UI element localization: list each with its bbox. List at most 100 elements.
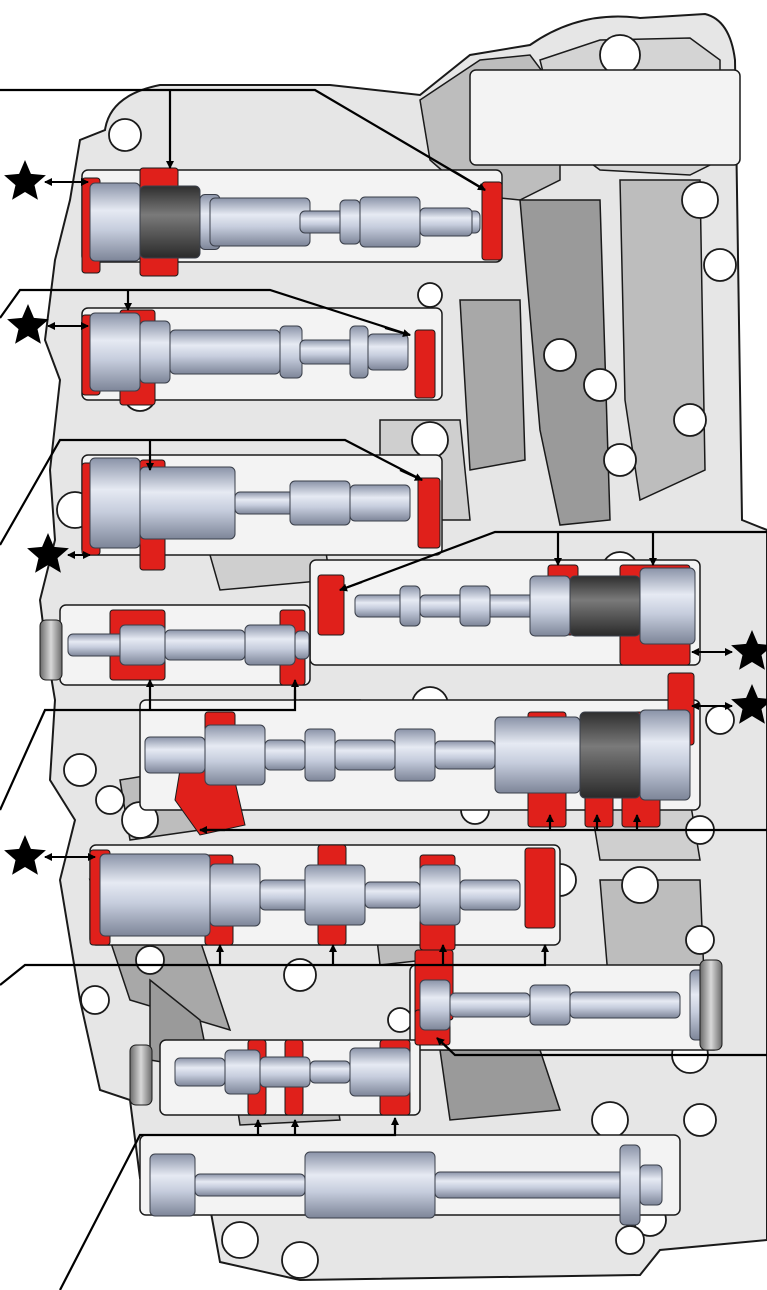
spool-valve-3 <box>89 457 411 549</box>
spool-land <box>579 711 641 799</box>
spool-land <box>99 853 211 937</box>
spool-valve-6 <box>144 709 691 801</box>
spool-land <box>394 728 436 782</box>
spool-land <box>434 740 496 770</box>
spool-valve-9 <box>174 1047 411 1097</box>
bolt-hole <box>615 1225 645 1255</box>
pressure-region <box>481 181 503 261</box>
spool-land <box>204 724 266 786</box>
spool-land <box>529 984 571 1026</box>
spool-land <box>139 320 171 384</box>
spool-land <box>339 199 361 245</box>
spool-valve-5 <box>67 624 310 666</box>
bolt-hole <box>95 785 125 815</box>
spool-land <box>89 312 141 392</box>
spool-land <box>449 992 531 1018</box>
spool-land <box>434 1171 626 1199</box>
bolt-hole <box>80 985 110 1015</box>
arrow-head-icon <box>399 468 423 482</box>
spool-land <box>279 325 303 379</box>
pressure-region <box>317 574 345 636</box>
arrow-head-icon <box>384 326 411 337</box>
leader-line <box>0 88 486 191</box>
pressure-region <box>417 477 441 549</box>
bolt-hole <box>543 338 577 372</box>
spool-land <box>89 457 141 549</box>
spool-land <box>304 728 336 782</box>
spool-land <box>289 480 351 526</box>
bolt-hole <box>417 282 443 308</box>
spool-land <box>304 864 366 926</box>
bolt-hole <box>583 368 617 402</box>
spool-land <box>304 1151 436 1219</box>
spool-land <box>139 185 201 259</box>
bolt-hole <box>591 1101 629 1139</box>
star-icon <box>4 835 46 875</box>
spool-land <box>169 329 281 375</box>
spool-land <box>569 575 641 637</box>
end-plug <box>39 619 63 681</box>
spool-valve-10 <box>149 1144 663 1226</box>
spool-land <box>529 575 571 637</box>
spool-land <box>494 716 581 794</box>
bolt-hole <box>681 181 719 219</box>
bolt-hole <box>135 945 165 975</box>
end-plug <box>129 1044 153 1106</box>
leader-line <box>0 438 423 546</box>
spool-land <box>419 979 451 1031</box>
arrow-head-icon <box>454 171 486 191</box>
spool-valve-4 <box>354 567 696 645</box>
bolt-hole <box>283 958 317 992</box>
spool-land <box>419 207 473 237</box>
leader-line <box>339 530 767 592</box>
bolt-hole <box>63 753 97 787</box>
spool-valve-2 <box>89 312 409 392</box>
spool-land <box>139 466 236 540</box>
bolt-hole <box>683 1103 717 1137</box>
bolt-hole <box>387 1007 413 1033</box>
spool-land <box>459 879 521 911</box>
spool-land <box>639 709 691 801</box>
spool-land <box>399 585 421 627</box>
bolt-hole <box>281 1241 319 1279</box>
arrow-head-icon <box>339 580 363 592</box>
spool-land <box>119 624 166 666</box>
spool-land <box>309 1060 351 1084</box>
star-icon <box>27 533 69 573</box>
star-markers <box>4 160 767 875</box>
spool-land <box>639 1164 663 1206</box>
spool-land <box>367 333 409 371</box>
spool-land <box>349 325 369 379</box>
spool-land <box>569 991 681 1019</box>
spool-land <box>164 629 246 661</box>
spool-land <box>349 1047 411 1097</box>
star-icon <box>731 630 767 670</box>
spool-land <box>334 739 396 771</box>
bolt-hole <box>411 421 449 459</box>
spool-land <box>259 879 311 911</box>
spool-land <box>224 1049 261 1095</box>
spool-land <box>89 182 141 262</box>
spool-land <box>67 633 129 657</box>
spool-land <box>209 197 311 247</box>
spool-land <box>244 624 296 666</box>
spool-land <box>364 881 421 909</box>
spool-valve-7 <box>99 853 521 937</box>
star-icon <box>4 160 46 200</box>
spool-land <box>174 1057 226 1087</box>
bolt-hole <box>621 866 659 904</box>
spool-land <box>209 863 261 927</box>
spool-land <box>294 630 310 660</box>
bolt-hole <box>599 34 641 76</box>
spool-land <box>264 739 306 771</box>
pressure-region <box>524 847 556 929</box>
spool-land <box>194 1173 306 1197</box>
spool-land <box>149 1153 196 1217</box>
end-plug <box>699 959 723 1051</box>
leader-line <box>0 288 411 337</box>
star-icon <box>7 304 49 344</box>
spool-valves <box>39 182 723 1226</box>
spool-land <box>639 567 696 645</box>
callout-leaders <box>0 88 767 1290</box>
